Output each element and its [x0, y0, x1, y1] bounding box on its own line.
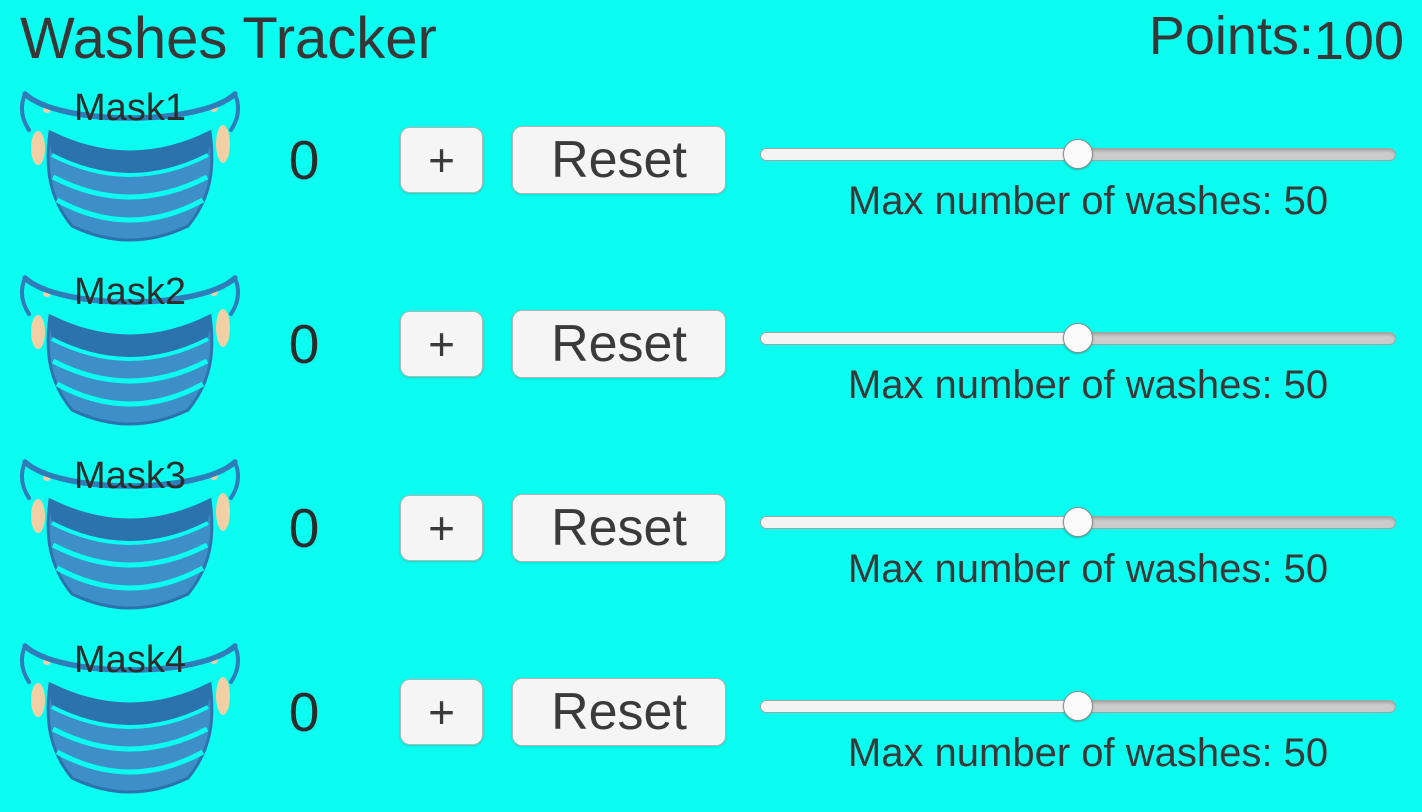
face-mask-icon [19, 643, 241, 794]
slider-thumb[interactable] [1063, 323, 1093, 353]
max-washes-slider[interactable] [760, 323, 1396, 353]
max-washes-slider[interactable] [760, 139, 1396, 169]
slider-fill [761, 517, 1078, 528]
max-washes-slider[interactable] [760, 507, 1396, 537]
slider-thumb[interactable] [1063, 507, 1093, 537]
max-washes-label: Max number of washes: 50 [847, 547, 1329, 591]
mask-row: Mask1 0 + Reset Max number of washes: 50 [0, 76, 1422, 260]
reset-button[interactable]: Reset [512, 494, 726, 562]
slider-fill [761, 149, 1078, 160]
max-washes-label: Max number of washes: 50 [847, 363, 1329, 407]
points-value: 100 [1313, 11, 1404, 71]
slider-fill [761, 333, 1078, 344]
slider-fill [761, 701, 1078, 712]
mask-row: Mask2 0 + Reset Max number of washes: 50 [0, 260, 1422, 444]
increment-wash-button[interactable]: + [400, 679, 483, 745]
mask-row: Mask4 0 + Reset Max number of washes: 50 [0, 628, 1422, 812]
max-washes-label: Max number of washes: 50 [847, 731, 1329, 775]
mask-name-label: Mask4 [74, 639, 186, 681]
mask-name-label: Mask2 [74, 271, 186, 313]
mask-row: Mask3 0 + Reset Max number of washes: 50 [0, 444, 1422, 628]
wash-count: 0 [288, 497, 320, 559]
points-label: Points: [1148, 6, 1314, 66]
face-mask-icon [19, 459, 241, 610]
increment-wash-button[interactable]: + [400, 495, 483, 561]
increment-wash-button[interactable]: + [400, 311, 483, 377]
mask-name-label: Mask1 [74, 87, 186, 129]
wash-count: 0 [288, 313, 320, 375]
reset-button[interactable]: Reset [512, 126, 726, 194]
increment-wash-button[interactable]: + [400, 127, 483, 193]
points-display: Points:100 [1148, 5, 1404, 71]
slider-thumb[interactable] [1063, 139, 1093, 169]
wash-count: 0 [288, 129, 320, 191]
mask-name-label: Mask3 [74, 455, 186, 497]
slider-thumb[interactable] [1063, 691, 1093, 721]
page-title: Washes Tracker [20, 6, 437, 71]
face-mask-icon [19, 91, 241, 242]
reset-button[interactable]: Reset [512, 678, 726, 746]
max-washes-slider[interactable] [760, 691, 1396, 721]
reset-button[interactable]: Reset [512, 310, 726, 378]
max-washes-label: Max number of washes: 50 [847, 179, 1329, 223]
face-mask-icon [19, 275, 241, 426]
wash-count: 0 [288, 681, 320, 743]
